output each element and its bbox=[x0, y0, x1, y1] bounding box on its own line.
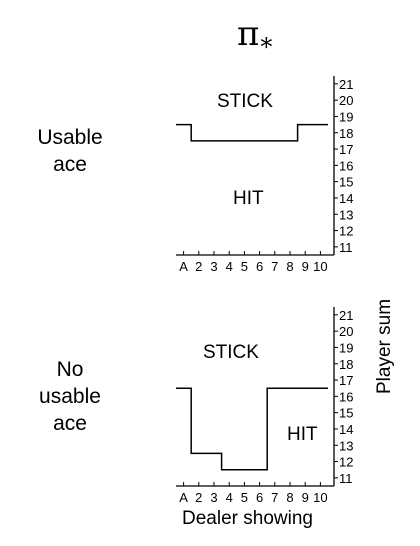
y-tick-label: 11 bbox=[339, 471, 353, 486]
y-tick-label: 12 bbox=[339, 224, 353, 239]
y-tick-label: 17 bbox=[339, 373, 353, 388]
y-tick-label: 17 bbox=[339, 142, 353, 157]
x-tick-label: 6 bbox=[256, 259, 263, 274]
x-tick-label: 2 bbox=[195, 490, 202, 505]
y-tick-label: 21 bbox=[339, 308, 353, 323]
usable-ace-hit-region: HIT bbox=[233, 188, 264, 209]
y-tick-label: 20 bbox=[339, 93, 353, 108]
x-tick-label: 5 bbox=[241, 490, 248, 505]
y-tick-label: 14 bbox=[339, 191, 353, 206]
y-tick-label: 19 bbox=[339, 109, 353, 124]
x-tick-label: 3 bbox=[210, 490, 217, 505]
y-tick-label: 18 bbox=[339, 357, 353, 372]
x-tick-label: 2 bbox=[195, 259, 202, 274]
x-tick-label: 10 bbox=[313, 490, 327, 505]
no-usable-ace-label: No usable ace bbox=[39, 358, 101, 435]
no-usable-ace-hit-region: HIT bbox=[287, 424, 318, 445]
y-tick-label: 20 bbox=[339, 324, 353, 339]
y-tick-label: 14 bbox=[339, 422, 353, 437]
y-tick-label: 13 bbox=[339, 438, 353, 453]
x-tick-label: 9 bbox=[302, 490, 309, 505]
x-tick-label: 7 bbox=[271, 259, 278, 274]
policy-boundary-line bbox=[176, 123, 328, 142]
x-tick-label: 8 bbox=[286, 259, 293, 274]
x-tick-label: 9 bbox=[302, 259, 309, 274]
y-tick-label: 13 bbox=[339, 207, 353, 222]
y-tick-label: 15 bbox=[339, 175, 353, 190]
x-tick-label: 5 bbox=[241, 259, 248, 274]
x-tick-label: 4 bbox=[226, 259, 233, 274]
y-tick-label: 15 bbox=[339, 406, 353, 421]
y-tick-label: 11 bbox=[339, 240, 353, 255]
x-tick-label: A bbox=[179, 490, 188, 505]
policy-title: π* bbox=[237, 14, 273, 61]
y-tick-label: 19 bbox=[339, 340, 353, 355]
y-tick-label: 18 bbox=[339, 126, 353, 141]
policy-boundary-line bbox=[176, 387, 328, 471]
y-tick-label: 12 bbox=[339, 455, 353, 470]
usable-ace-stick-region: STICK bbox=[217, 91, 273, 112]
y-tick-label: 21 bbox=[339, 77, 353, 92]
no-usable-ace-stick-region: STICK bbox=[203, 342, 259, 363]
x-tick-label: 7 bbox=[271, 490, 278, 505]
usable-ace-label: Usable ace bbox=[37, 126, 103, 176]
x-tick-label: 6 bbox=[256, 490, 263, 505]
x-axis-label: Dealer showing bbox=[182, 508, 313, 529]
x-tick-label: 3 bbox=[210, 259, 217, 274]
x-tick-label: A bbox=[179, 259, 188, 274]
y-tick-label: 16 bbox=[339, 158, 353, 173]
x-tick-label: 8 bbox=[286, 490, 293, 505]
y-tick-label: 16 bbox=[339, 389, 353, 404]
x-tick-label: 4 bbox=[226, 490, 233, 505]
x-tick-label: 10 bbox=[313, 259, 327, 274]
